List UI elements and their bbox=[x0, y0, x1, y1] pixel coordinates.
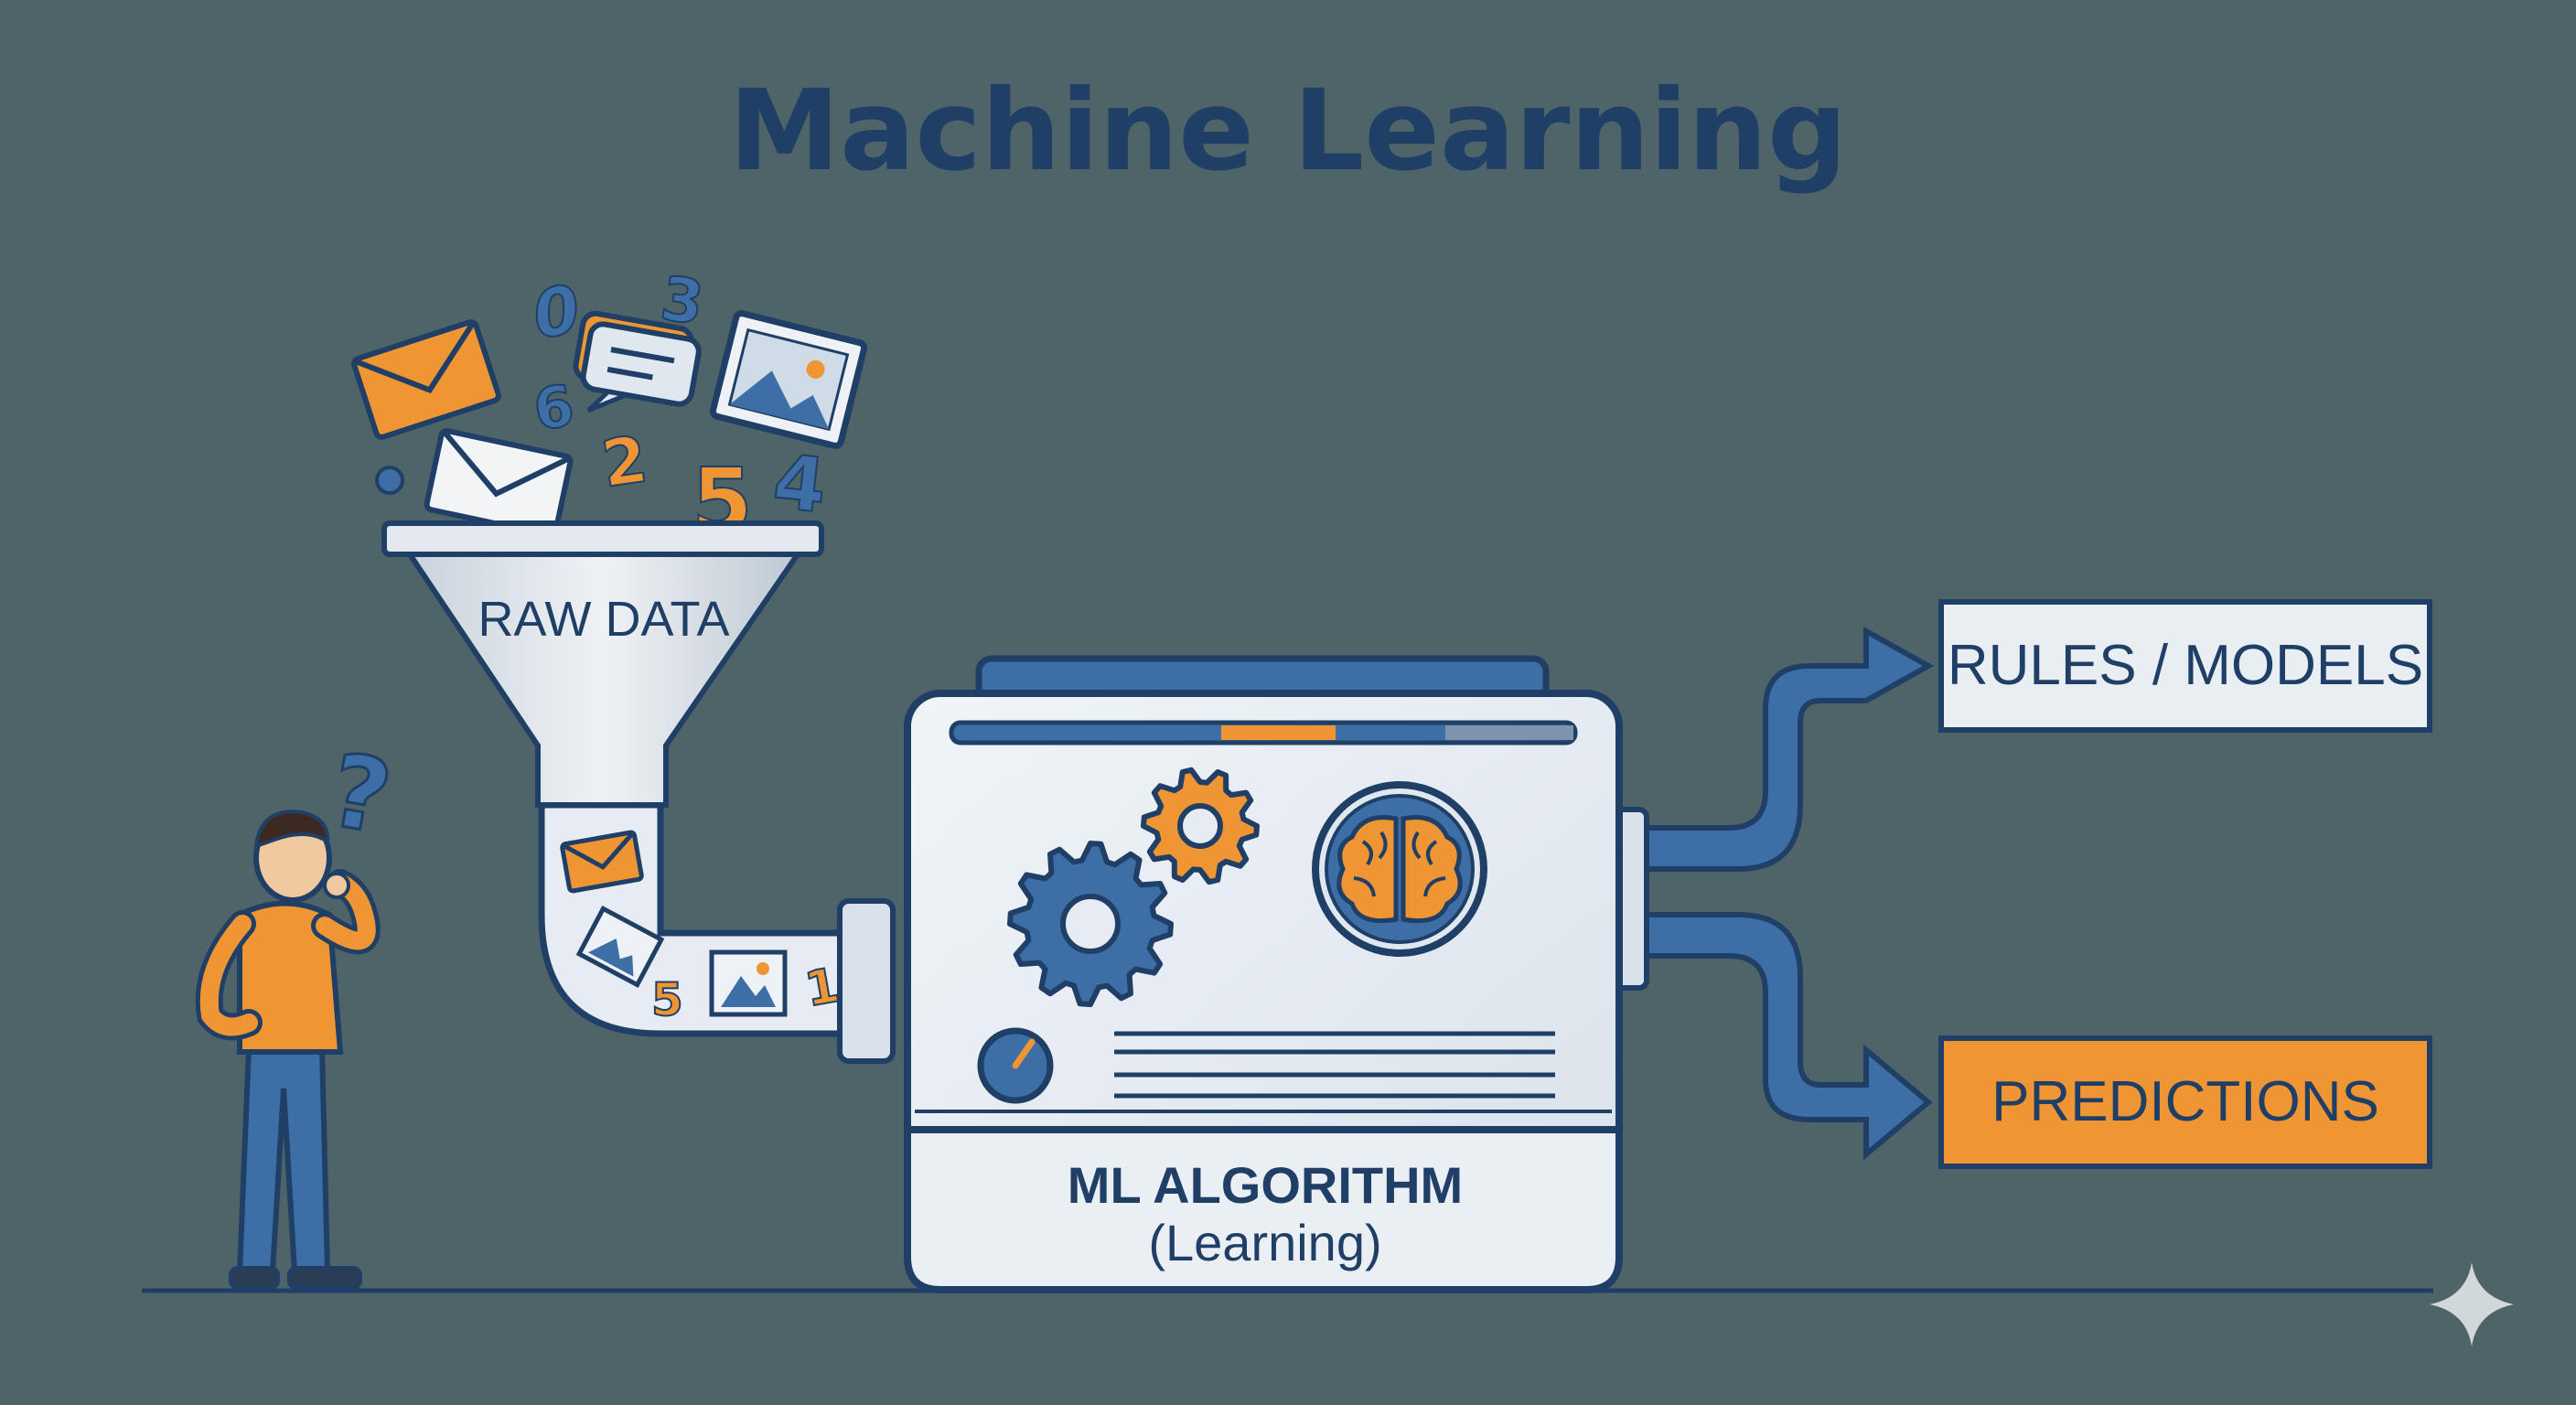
envelope-icon bbox=[560, 830, 644, 894]
machine-sublabel: (Learning) bbox=[1148, 1214, 1381, 1271]
machine-label: ML ALGORITHM bbox=[1068, 1156, 1463, 1214]
dial-icon bbox=[977, 1027, 1054, 1104]
ml-machine: ML ALGORITHM (Learning) bbox=[837, 655, 1649, 1293]
digit-2: 2 bbox=[597, 422, 652, 502]
digit-4: 4 bbox=[769, 438, 831, 530]
brain-icon bbox=[1312, 781, 1487, 957]
data-dot bbox=[375, 466, 404, 495]
page-title: Machine Learning bbox=[729, 66, 1848, 196]
funnel: RAW DATA 5 1 bbox=[381, 520, 854, 1037]
output-arrows bbox=[1644, 626, 1935, 1161]
arrow-to-predictions bbox=[1644, 912, 1933, 1161]
envelope-icon bbox=[424, 428, 574, 538]
arrow-to-rules bbox=[1644, 626, 1935, 872]
chat-bubble-icon bbox=[573, 310, 702, 413]
person-thinking: ? bbox=[195, 730, 401, 1290]
progress-highlight bbox=[1221, 725, 1336, 740]
digit-6: 6 bbox=[530, 372, 578, 444]
predictions-label: PREDICTIONS bbox=[1991, 1070, 2379, 1133]
image-icon bbox=[709, 310, 868, 449]
digit-3: 3 bbox=[657, 263, 708, 339]
rules-models-label: RULES / MODELS bbox=[1948, 634, 2423, 697]
predictions-box: PREDICTIONS bbox=[1938, 1035, 2432, 1169]
control-lines bbox=[1114, 1031, 1555, 1099]
rules-models-box: RULES / MODELS bbox=[1938, 599, 2432, 733]
gear-icon bbox=[1141, 767, 1260, 885]
digit-0: 0 bbox=[527, 270, 585, 353]
funnel-rim bbox=[381, 520, 824, 557]
image-icon bbox=[709, 949, 788, 1017]
funnel-cone bbox=[404, 552, 803, 808]
floating-data: 0 3 6 2 5 4 bbox=[351, 263, 868, 552]
pipe-digit-5: 5 bbox=[651, 973, 683, 1026]
question-mark-icon: ? bbox=[321, 732, 399, 857]
gear-icon bbox=[1007, 841, 1174, 1007]
sparkle-icon bbox=[2430, 1262, 2514, 1346]
funnel-label: RAW DATA bbox=[478, 592, 730, 647]
image-icon bbox=[575, 905, 665, 989]
envelope-icon bbox=[351, 318, 501, 440]
